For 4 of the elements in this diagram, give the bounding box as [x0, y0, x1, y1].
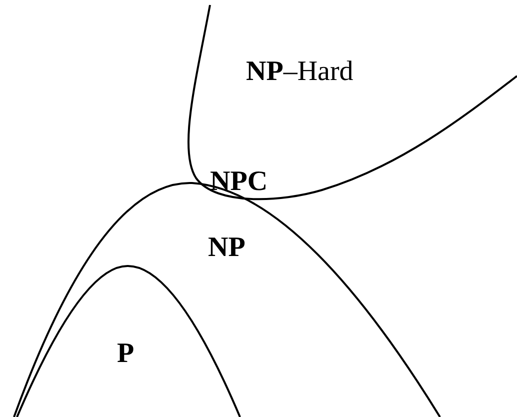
class-label: NPC [210, 168, 268, 196]
class-label: NP–Hard [246, 58, 354, 86]
class-label: NP [208, 234, 246, 262]
class-label: P [117, 340, 134, 368]
